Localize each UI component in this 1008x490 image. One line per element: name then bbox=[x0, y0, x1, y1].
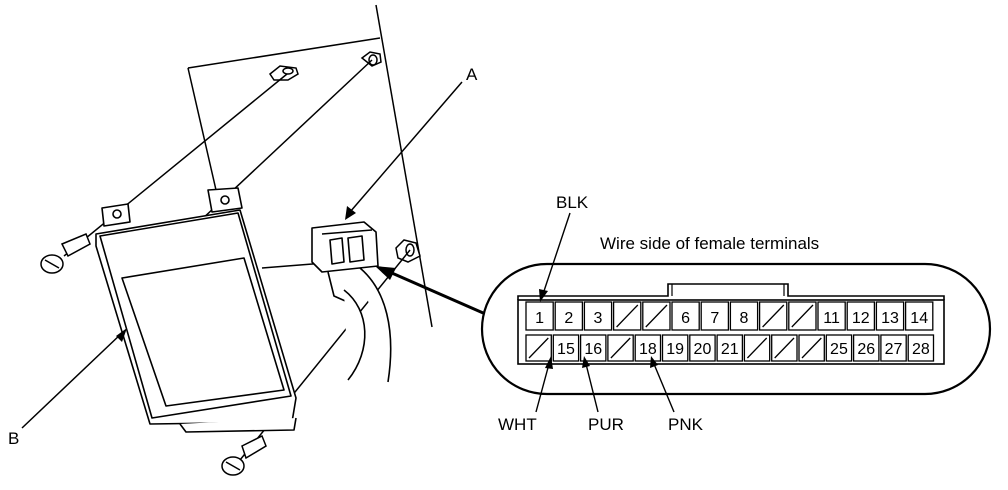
terminal-number: 25 bbox=[830, 341, 848, 358]
terminal-number: 18 bbox=[639, 341, 657, 358]
harness-connector bbox=[311, 221, 392, 383]
terminal-cell bbox=[817, 301, 846, 331]
terminal-cell bbox=[583, 301, 613, 331]
terminal-cell bbox=[554, 301, 584, 331]
terminal-number: 8 bbox=[740, 310, 749, 327]
terminal-cell bbox=[880, 334, 907, 362]
wire-color-blk: BLK bbox=[556, 193, 589, 212]
terminal-cell bbox=[875, 301, 905, 331]
terminal-cell bbox=[846, 301, 876, 331]
empty-terminal-slash bbox=[616, 304, 639, 328]
terminal-cell bbox=[700, 301, 730, 331]
terminal-number: 20 bbox=[694, 341, 712, 358]
empty-terminal-slash bbox=[746, 337, 768, 359]
terminal-number: 3 bbox=[594, 310, 603, 327]
terminal-number: 7 bbox=[710, 310, 719, 327]
bolt-icon bbox=[40, 233, 91, 274]
wire-color-wht: WHT bbox=[498, 415, 537, 434]
terminal-number: 16 bbox=[584, 341, 602, 358]
terminal-cell bbox=[671, 301, 700, 331]
callout-b: B bbox=[8, 328, 127, 448]
terminal-number: 19 bbox=[666, 341, 684, 358]
empty-terminal-slash bbox=[528, 337, 549, 359]
terminal-number: 13 bbox=[881, 310, 899, 327]
terminal-number: 21 bbox=[721, 341, 739, 358]
terminal-row-lower: 15 16 18 19 20 21 25 26 27 28 bbox=[525, 334, 935, 362]
clip-nut-icon bbox=[360, 51, 382, 67]
terminal-number: 12 bbox=[852, 310, 870, 327]
terminal-number: 2 bbox=[564, 310, 573, 327]
terminal-cell bbox=[552, 334, 580, 362]
clip-nut-icon bbox=[268, 65, 299, 81]
callout-a-label: A bbox=[466, 65, 478, 84]
empty-terminal-slash bbox=[801, 337, 822, 359]
terminal-number: 6 bbox=[681, 310, 690, 327]
empty-terminal-slash bbox=[791, 304, 814, 328]
wire-color-pnk: PNK bbox=[668, 415, 704, 434]
terminal-cell bbox=[525, 301, 554, 331]
bolt-icon bbox=[221, 434, 267, 476]
ecu-unit bbox=[95, 187, 297, 433]
view-leader-arrow bbox=[375, 266, 491, 318]
terminal-cell bbox=[716, 334, 744, 362]
terminal-number: 15 bbox=[557, 341, 575, 358]
terminal-number: 11 bbox=[823, 310, 840, 327]
wire-callout-pur: PUR bbox=[582, 356, 624, 434]
terminal-cell bbox=[689, 334, 716, 362]
terminal-cell bbox=[729, 301, 759, 331]
terminal-number: 14 bbox=[910, 310, 928, 327]
terminal-cell bbox=[825, 334, 853, 362]
clip-nut-icon bbox=[395, 239, 421, 263]
terminal-cell bbox=[634, 334, 662, 362]
terminal-cell bbox=[579, 334, 607, 362]
callout-b-label: B bbox=[8, 429, 19, 448]
empty-terminal-slash bbox=[762, 304, 785, 328]
empty-terminal-slash bbox=[610, 337, 631, 359]
connector-view-caption: Wire side of female terminals bbox=[600, 234, 819, 253]
terminal-number: 27 bbox=[885, 341, 903, 358]
callout-a: A bbox=[345, 65, 478, 220]
empty-terminal-slash bbox=[774, 337, 795, 359]
wire-callout-blk: BLK bbox=[539, 193, 589, 302]
terminal-cell bbox=[907, 334, 935, 362]
wire-color-pur: PUR bbox=[588, 415, 624, 434]
terminal-cell bbox=[661, 334, 689, 362]
terminal-number: 28 bbox=[912, 341, 930, 358]
terminal-cell bbox=[852, 334, 880, 362]
wire-callout-wht: WHT bbox=[498, 356, 553, 434]
terminal-number: 26 bbox=[857, 341, 875, 358]
wire-callout-pnk: PNK bbox=[650, 356, 704, 434]
terminal-cell bbox=[904, 301, 934, 331]
terminal-number: 1 bbox=[535, 310, 544, 327]
empty-terminal-slash bbox=[645, 304, 668, 328]
